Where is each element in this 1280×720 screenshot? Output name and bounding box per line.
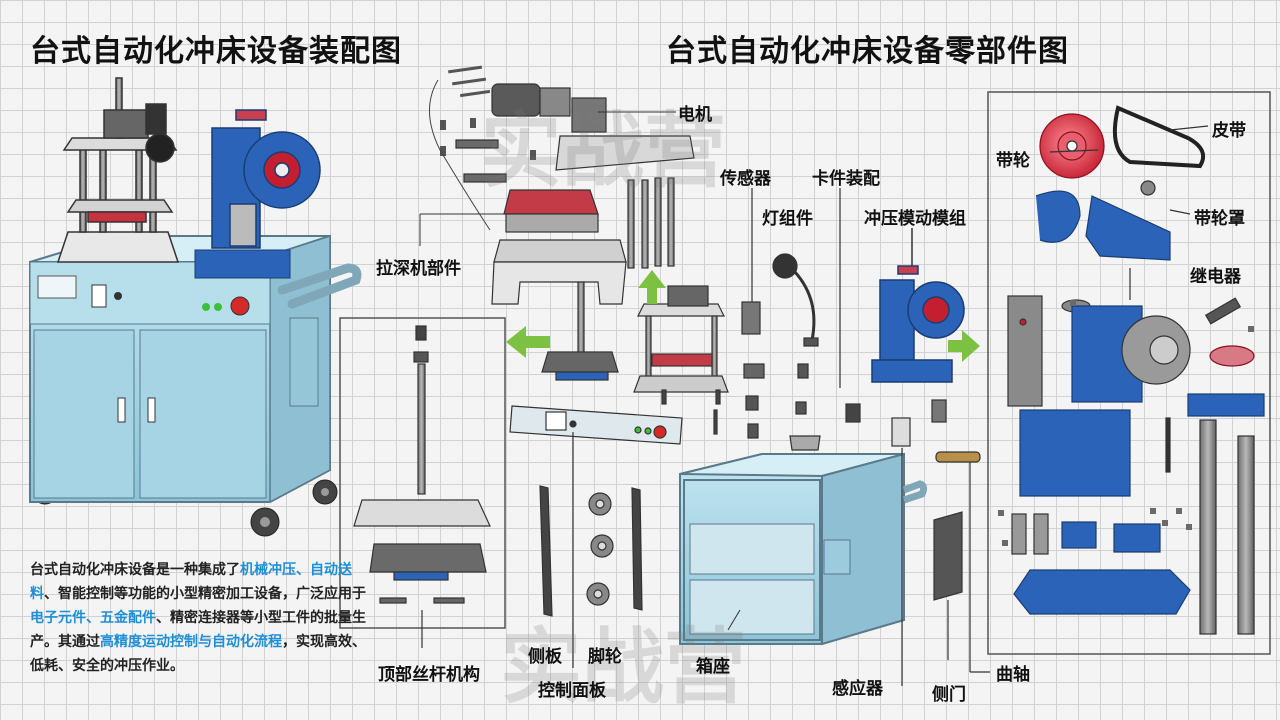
parts-frame <box>987 91 1271 655</box>
watermark-bottom: 实战营 <box>500 619 747 715</box>
label-control-panel: 控制面板 <box>538 681 606 701</box>
die-module-part <box>871 228 965 383</box>
label-deep-drawing: 拉深机部件 <box>376 259 461 279</box>
watermark-top: 实战营 <box>480 103 727 199</box>
description-text-1: 台式自动化冲床设备是一种集成了 <box>30 562 240 578</box>
description-highlight-1: 机械冲压、自动送料 <box>30 562 352 602</box>
label-top-screw: 顶部丝杆机构 <box>378 665 480 685</box>
leader-lines <box>419 111 741 631</box>
label-crankshaft: 曲轴 <box>996 665 1030 685</box>
label-inductor: 感应器 <box>832 679 883 699</box>
description-text-4: ，实现高效、低耗、安全的冲压作业。 <box>30 634 366 674</box>
label-sensor: 传感器 <box>720 169 771 189</box>
label-pulley-cover: 带轮罩 <box>1194 209 1245 229</box>
deep-drawing-exploded <box>429 65 695 381</box>
description-highlight-2: 电子元件、五金配件 <box>30 610 156 626</box>
description-text-2: 、智能控制等功能的小型精密加工设备，广泛应用于 <box>44 586 366 602</box>
flow-arrows <box>506 270 980 362</box>
small-parts <box>741 188 990 686</box>
control-panel-part <box>509 405 683 668</box>
top-screw-parts <box>353 325 491 648</box>
label-light-group: 灯组件 <box>762 209 813 229</box>
description-highlight-3: 高精度运动控制与自动化流程 <box>100 634 282 650</box>
parts-title: 台式自动化冲床设备零部件图 <box>666 34 1069 69</box>
label-motor: 电机 <box>678 105 712 125</box>
label-side-door: 侧门 <box>932 685 966 705</box>
label-card-assembly: 卡件装配 <box>812 169 880 189</box>
label-die-module: 冲压模动模组 <box>864 209 966 229</box>
assembled-machine <box>29 77 362 537</box>
deep-drawing-thumbnail <box>633 285 729 405</box>
label-relay: 继电器 <box>1190 267 1241 287</box>
description-paragraph: 台式自动化冲床设备是一种集成了机械冲压、自动送料、智能控制等功能的小型精密加工设… <box>30 558 370 678</box>
base-box-part <box>679 452 928 646</box>
right-parts <box>998 105 1265 635</box>
description-text-3: 、精密连接器等小型工件的批量生产。其通过 <box>30 610 366 650</box>
label-caster: 脚轮 <box>588 647 622 667</box>
side-panels-casters <box>539 409 718 617</box>
label-pulley: 带轮 <box>996 151 1030 171</box>
label-base-box: 箱座 <box>696 657 730 677</box>
assembly-title: 台式自动化冲床设备装配图 <box>30 34 402 69</box>
label-belt: 皮带 <box>1212 121 1246 141</box>
label-side-panel: 侧板 <box>528 647 562 667</box>
